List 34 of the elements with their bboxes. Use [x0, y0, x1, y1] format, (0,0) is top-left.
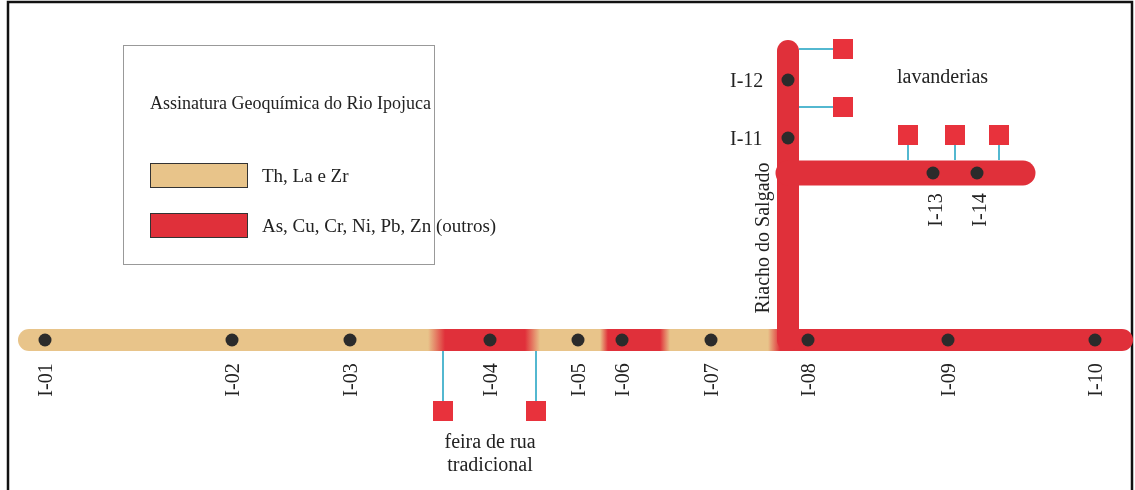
station-label: I-10 [1085, 363, 1105, 397]
marker-square [833, 39, 853, 59]
leader-line [442, 350, 444, 402]
leader-line [907, 144, 909, 161]
marker-square [989, 125, 1009, 145]
station-label: I-03 [340, 363, 360, 397]
leader-line [798, 48, 834, 50]
station-label: I-04 [480, 363, 500, 397]
legend-label: Th, La e Zr [262, 166, 349, 185]
leader-line [954, 144, 956, 161]
legend-title: Assinatura Geoquímica do Rio Ipojuca [150, 94, 431, 112]
station-label: I-09 [938, 363, 958, 397]
marker-square [433, 401, 453, 421]
area-label: lavanderias [897, 66, 989, 86]
station-label: I-06 [612, 363, 632, 397]
marker-square [833, 97, 853, 117]
station-label: I-07 [701, 363, 721, 397]
station-label: I-02 [222, 363, 242, 397]
station-label: I-05 [568, 363, 588, 397]
leader-line [798, 106, 834, 108]
leader-line [998, 144, 1000, 161]
area-label: feira de rua tradicional [443, 430, 537, 476]
station-label: I-11 [730, 128, 763, 148]
station-label: I-08 [798, 363, 818, 397]
marker-square [945, 125, 965, 145]
marker-square [526, 401, 546, 421]
river-name: Riacho do Salgado [752, 162, 772, 314]
leader-line [535, 350, 537, 402]
station-label: I-14 [969, 193, 989, 227]
station-label: I-13 [925, 193, 945, 227]
legend-label: As, Cu, Cr, Ni, Pb, Zn (outros) [262, 216, 497, 235]
marker-square [898, 125, 918, 145]
station-label: I-12 [730, 70, 764, 90]
station-label: I-01 [35, 363, 55, 397]
